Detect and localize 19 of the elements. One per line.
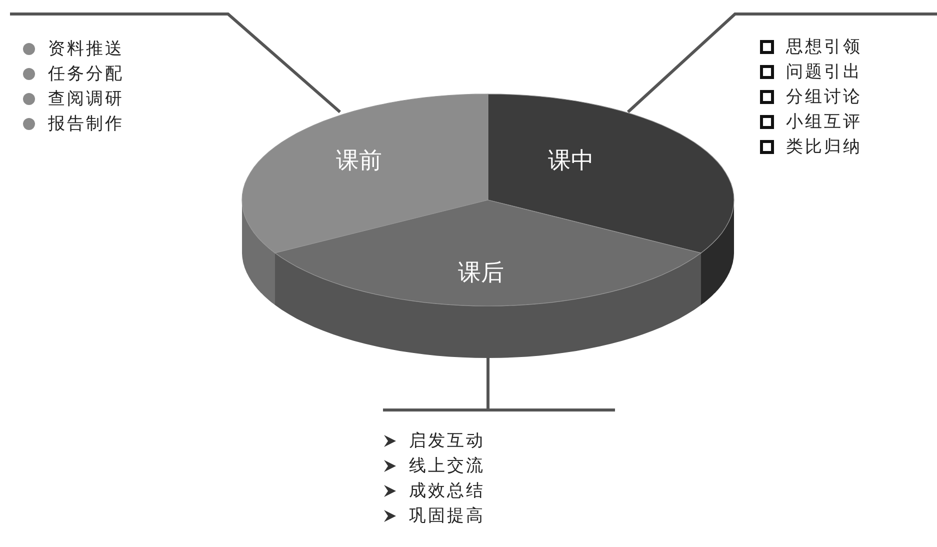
list-item: 线上交流 xyxy=(409,455,485,477)
list-item: 查阅调研 xyxy=(48,88,124,110)
slice-label: 课前 xyxy=(336,147,382,176)
list-item: 报告制作 xyxy=(48,113,124,135)
list-item: 思想引领 xyxy=(786,36,862,58)
list-item: 资料推送 xyxy=(48,38,124,60)
list-item: 巩固提高 xyxy=(409,505,485,527)
slice-label: 课后 xyxy=(458,259,504,288)
leader-line xyxy=(626,12,937,114)
leader-line xyxy=(8,12,341,114)
list-item: 分组讨论 xyxy=(786,86,862,108)
list-item: 小组互评 xyxy=(786,111,862,133)
leader-line xyxy=(383,358,616,412)
list-item: 问题引出 xyxy=(786,61,862,83)
list-item: 启发互动 xyxy=(409,430,485,452)
slice-label: 课中 xyxy=(548,147,594,176)
list-item: 任务分配 xyxy=(48,63,124,85)
list-item: 成效总结 xyxy=(409,480,485,502)
list-item: 类比归纳 xyxy=(786,136,862,158)
